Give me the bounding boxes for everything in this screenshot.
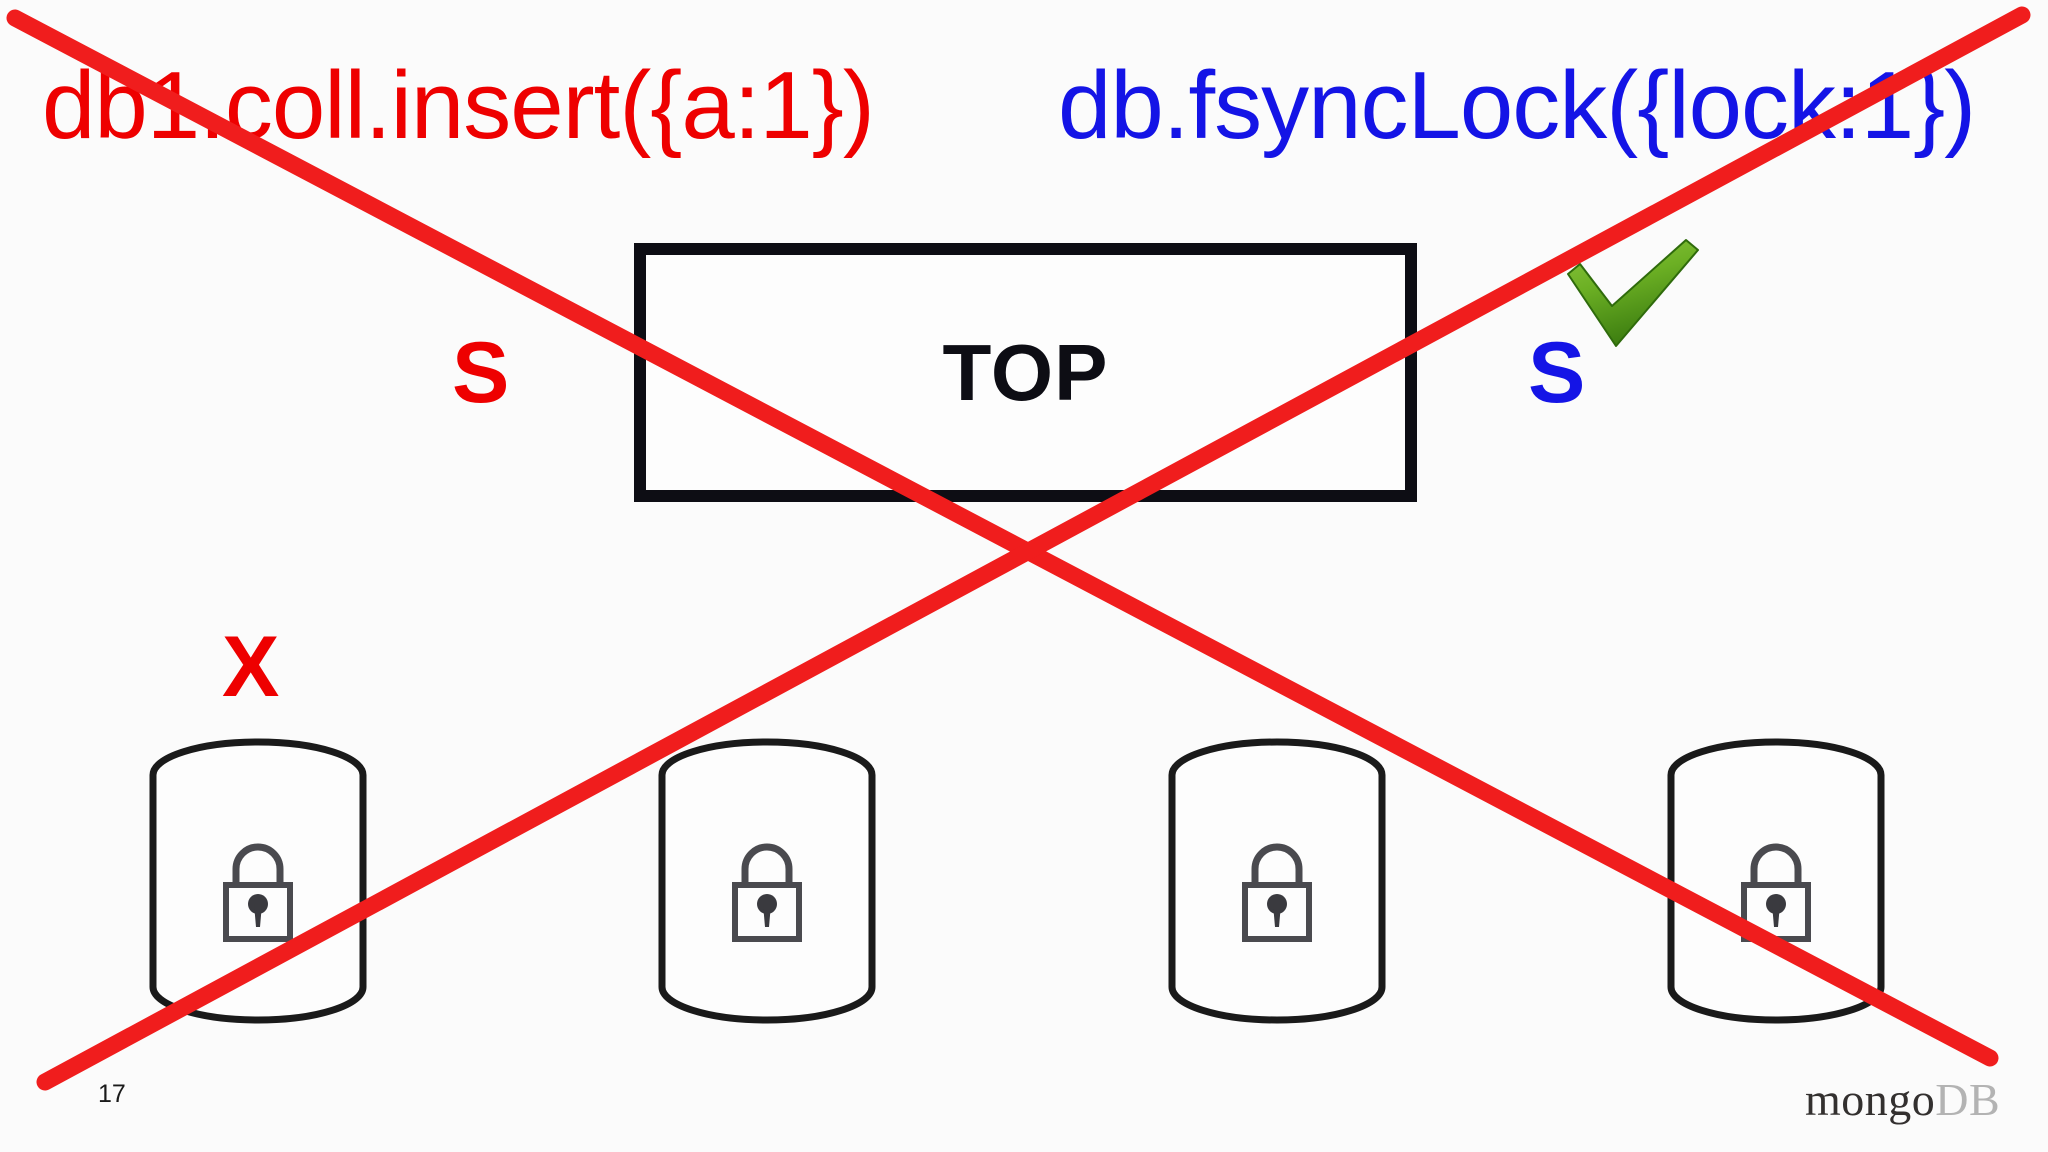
top-lock-box: TOP <box>634 243 1417 502</box>
database-1 <box>149 738 367 1024</box>
lock-mode-x-red: X <box>222 619 280 715</box>
logo-primary-text: mongo <box>1805 1074 1936 1125</box>
logo-secondary-text: DB <box>1935 1074 2001 1125</box>
green-check-icon <box>1567 239 1699 347</box>
database-3 <box>1168 738 1386 1024</box>
lock-mode-s-red: S <box>452 325 510 421</box>
slide-number: 17 <box>98 1080 126 1108</box>
fsynclock-command-label: db.fsyncLock({lock:1}) <box>1058 52 1976 159</box>
database-4 <box>1667 738 1885 1024</box>
insert-command-label: db1.coll.insert({a:1}) <box>42 52 875 159</box>
mongodb-logo: mongoDB <box>1805 1073 2000 1126</box>
database-2 <box>658 738 876 1024</box>
top-box-label: TOP <box>942 327 1109 417</box>
